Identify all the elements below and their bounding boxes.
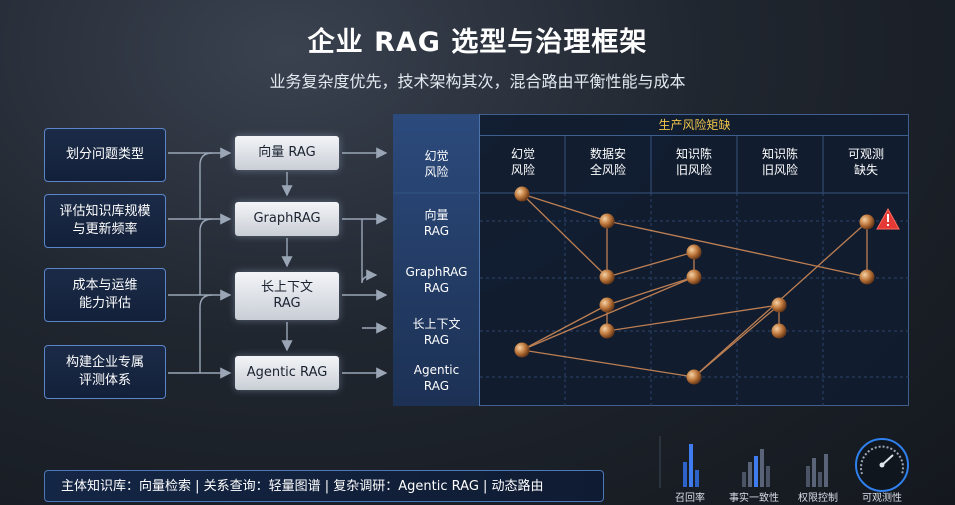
matrix-col-stale-knowledge-2: 知识陈 旧风险 (737, 146, 823, 178)
risk-node (514, 342, 530, 358)
matrix-row-header-column (393, 114, 480, 406)
page-title: 企业 RAG 选型与治理框架 (307, 27, 648, 58)
mode-agentic-rag: Agentic RAG (235, 356, 339, 390)
col-label: 可观测 缺失 (847, 147, 884, 177)
mode-long-context-rag: 长上下文 RAG (235, 272, 339, 320)
mode-label: 长上下文 RAG (260, 280, 313, 311)
matrix-col-stale-knowledge: 知识陈 旧风险 (651, 146, 737, 178)
matrix-row-long-context: 长上下文 RAG (412, 317, 461, 347)
risk-node (771, 323, 787, 339)
risk-node (599, 269, 615, 285)
risk-node (686, 244, 702, 260)
risk-node (514, 186, 530, 202)
matrix-col-data-security: 数据安 全风险 (565, 146, 651, 178)
step-build-eval: 构建企业专属 评测体系 (44, 345, 166, 399)
metric-label-observability: 可观测性 (862, 493, 902, 504)
col-label: 幻觉 风险 (510, 147, 535, 177)
col-label: 知识陈 旧风险 (761, 147, 798, 177)
risk-node (771, 297, 787, 313)
routing-summary-bar: 主体知识库：向量检索 | 关系查询：轻量图谱 | 复杂调研：Agentic RA… (44, 470, 604, 502)
risk-node (859, 269, 875, 285)
risk-node (859, 214, 875, 230)
access-control-bars-icon (806, 454, 828, 487)
matrix-row-agentic: Agentic RAG (413, 363, 460, 393)
matrix-row-vector-rag: 向量 RAG (423, 208, 450, 238)
col-label: 数据安 全风险 (589, 147, 626, 177)
matrix-col-hallucination: 幻觉 风险 (480, 146, 566, 178)
metric-label-recall: 召回率 (675, 493, 705, 504)
consistency-bars-icon (742, 449, 770, 487)
step-evaluate-kb: 评估知识库规模 与更新频率 (44, 194, 166, 248)
metric-label-access-control: 权限控制 (798, 493, 838, 504)
risk-node (686, 369, 702, 385)
metric-label-consistency: 事实一致性 (729, 493, 779, 504)
mode-graphrag: GraphRAG (235, 202, 339, 236)
risk-node (599, 297, 615, 313)
mode-label: GraphRAG (253, 211, 321, 226)
step-label: 划分问题类型 (65, 147, 144, 162)
recall-bars-icon (659, 436, 699, 488)
warning-triangle-icon (876, 207, 900, 230)
step-label: 构建企业专属 评测体系 (65, 355, 144, 388)
step-cost-ops: 成本与运维 能力评估 (44, 268, 166, 322)
risk-node (599, 323, 615, 339)
mode-label: 向量 RAG (258, 145, 316, 160)
matrix-corner-label: 幻觉 风险 (424, 149, 449, 179)
col-label: 知识陈 旧风险 (675, 147, 712, 177)
risk-node (599, 213, 615, 229)
mode-vector-rag: 向量 RAG (235, 136, 339, 170)
observability-gauge-icon (855, 438, 909, 492)
step-label: 评估知识库规模 与更新频率 (59, 204, 151, 237)
matrix-row-graphrag: GraphRAG RAG (405, 265, 468, 295)
mode-label: Agentic RAG (246, 365, 328, 380)
step-label: 成本与运维 能力评估 (72, 278, 138, 311)
page-subtitle: 业务复杂度优先，技术架构其次，混合路由平衡性能与成本 (269, 72, 686, 91)
matrix-caption: 生产风险矩缺 (480, 114, 909, 136)
matrix-col-observability: 可观测 缺失 (823, 146, 909, 178)
routing-summary-text: 主体知识库：向量检索 | 关系查询：轻量图谱 | 复杂调研：Agentic RA… (61, 479, 544, 494)
step-classify-questions: 划分问题类型 (44, 128, 166, 182)
risk-node (686, 269, 702, 285)
